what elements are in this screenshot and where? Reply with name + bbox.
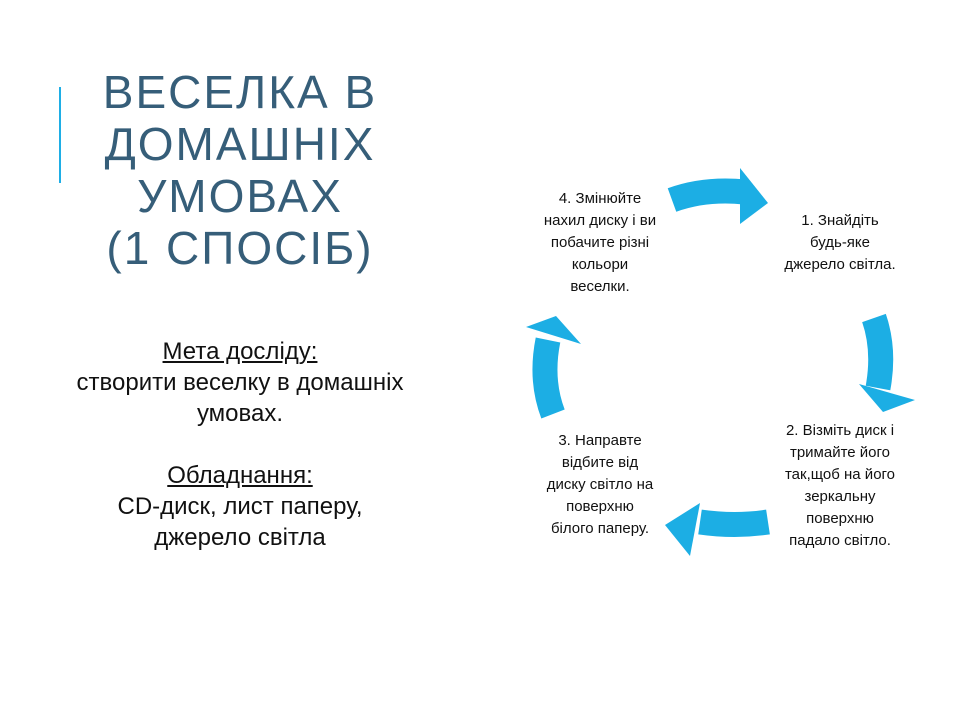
arrowhead-bottom (665, 503, 700, 556)
cycle-step-2: 2. Візміть диск і тримайте його так,щоб на… (760, 420, 920, 552)
equipment-text: CD-диск, лист паперу, (117, 493, 363, 520)
arrow-top (667, 178, 747, 212)
step-text-line: 1. Знайдіть (801, 212, 879, 229)
goal-text: створити веселку в домашніх (76, 369, 404, 396)
cycle-step-1: 1. Знайдіть будь-яке джерело світла. (760, 210, 920, 276)
step-text-line: джерело світла. (784, 256, 896, 273)
step-text-line: 4. Змінюйте (558, 190, 642, 207)
arrow-bottom (698, 509, 770, 537)
equipment-text: джерело світла (154, 524, 326, 551)
slide-title: ВЕСЕЛКА В ДОМАШНІХ УМОВАХ (1 СПОСІБ) (70, 66, 410, 274)
cycle-step-4: 4. Змінюйте нахил диску і ви побачите різн… (520, 188, 680, 298)
goal-heading: Мета досліду: (162, 338, 318, 365)
step-text-line: диску світло на (546, 476, 654, 493)
step-text-line: падало світло. (789, 532, 891, 549)
arrowhead-top (740, 168, 768, 224)
arrowhead-left (526, 316, 581, 344)
step-text-line: так,щоб на його (784, 466, 896, 483)
step-text-line: відбите від (561, 454, 639, 471)
title-line: ВЕСЕЛКА В (102, 66, 378, 118)
step-text-line: побачите різні (550, 234, 650, 251)
step-text-line: поверхню (566, 498, 634, 515)
title-line: (1 СПОСІБ) (106, 222, 374, 274)
step-text-line: нахил диску і ви (543, 212, 657, 229)
step-text-line: 2. Візміть диск і (785, 422, 895, 439)
arrowhead-right (859, 384, 915, 412)
title-line: ДОМАШНІХ (104, 118, 376, 170)
step-text-line: веселки. (570, 278, 630, 295)
step-text-line: 3. Направте (558, 432, 642, 449)
cycle-step-3: 3. Направте відбите від диску світло на пов… (520, 430, 680, 540)
step-text-line: тримайте його (789, 444, 891, 461)
equipment-heading: Обладнання: (167, 462, 313, 489)
accent-bar (59, 87, 61, 183)
step-text-line: кольори (571, 256, 629, 273)
step-text-line: поверхню (806, 510, 874, 527)
goal-text: умовах. (196, 400, 284, 427)
step-text-line: будь-яке (809, 234, 871, 251)
arrow-left (532, 337, 565, 419)
slide-body: Мета досліду: створити веселку в домашні… (20, 336, 460, 553)
arrow-right (862, 313, 894, 391)
step-text-line: зеркальну (804, 488, 876, 505)
step-text-line: білого паперу. (550, 520, 650, 537)
title-line: УМОВАХ (137, 170, 343, 222)
